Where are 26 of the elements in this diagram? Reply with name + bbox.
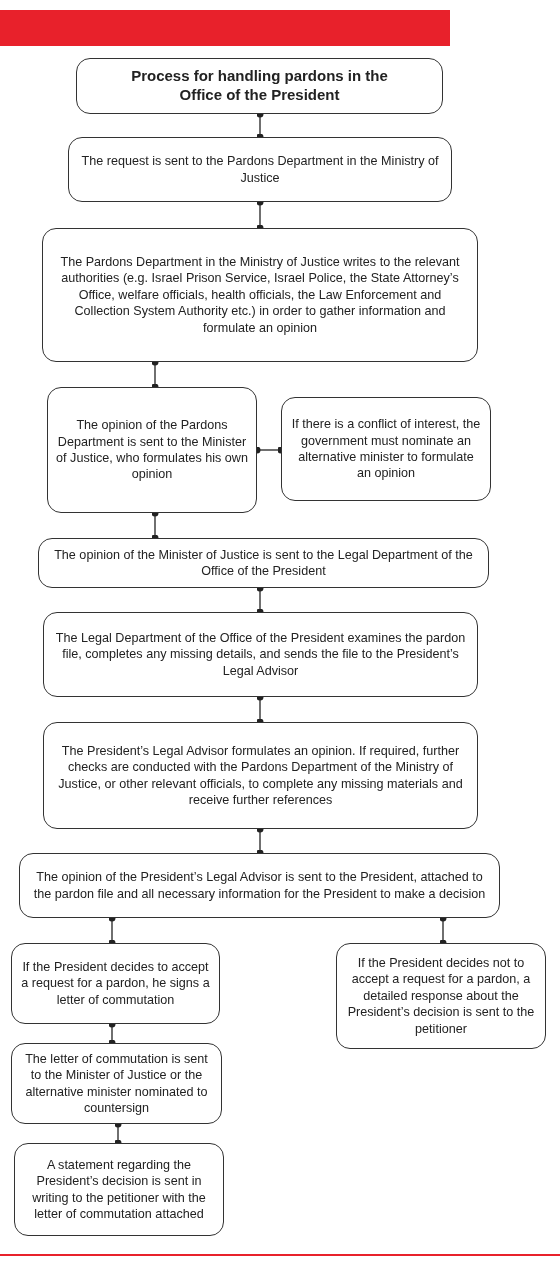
title-text: Process for handling pardons in the Office of the President [130, 67, 389, 105]
process-box [19, 853, 500, 918]
process-box [68, 137, 452, 202]
step-text: The President’s Legal Advisor formulates an opinion. If required, further checks are conducted with the Pardons Department of the Ministry of Justice, or other relevant officials, to complete any missing materials and receive further references [57, 742, 464, 809]
step-text: A statement regarding the President’s decision is sent in writing to the petitioner with the letter of commutation attached [31, 1156, 207, 1223]
process-box [38, 538, 489, 588]
step-text: The opinion of the Pardons Department is sent to the Minister of Justice, who formulates his own opinion [56, 417, 248, 483]
process-box [14, 1143, 224, 1236]
process-box [47, 387, 257, 513]
step-text: If the President decides to accept a request for a pardon, he signs a letter of commutation [20, 958, 211, 1009]
step-text: The opinion of the President’s Legal Advisor is sent to the President, attached to the pardon file and all necessary information for the President to make a decision [32, 869, 487, 902]
step-text: The Legal Department of the Office of the President examines the pardon file, completes any missing details, and sends the file to the President’s Legal Advisor [54, 629, 467, 680]
title-box [76, 58, 443, 114]
process-box [42, 228, 478, 362]
step-text: The Pardons Department in the Ministry of Justice writes to the relevant authorities (e.g. Israel Prison Service, Israel Police, the State Attorney’s Office, welfare officials, health officials, the Law Enforcement and Collection System Authority etc.) in order to gather information and formulate an opinion [59, 254, 461, 336]
step-text: The opinion of the Minister of Justice is sent to the Legal Department of the Office of the President [53, 546, 474, 580]
step-text: If the President decides not to accept a request for a pardon, a detailed response about the President’s decision is sent to the petitioner [346, 955, 536, 1037]
process-box [43, 722, 478, 829]
process-box [281, 397, 491, 501]
step-text: The letter of commutation is sent to the Minister of Justice or the alternative minister nominated to countersign [24, 1050, 209, 1117]
step-text: The request is sent to the Pardons Department in the Ministry of Justice [80, 153, 440, 186]
process-box [11, 1043, 222, 1124]
process-box [43, 612, 478, 697]
process-box [11, 943, 220, 1024]
step-text: If there is a conflict of interest, the government must nominate an alternative minister to formulate an opinion [290, 416, 482, 482]
process-box [336, 943, 546, 1049]
